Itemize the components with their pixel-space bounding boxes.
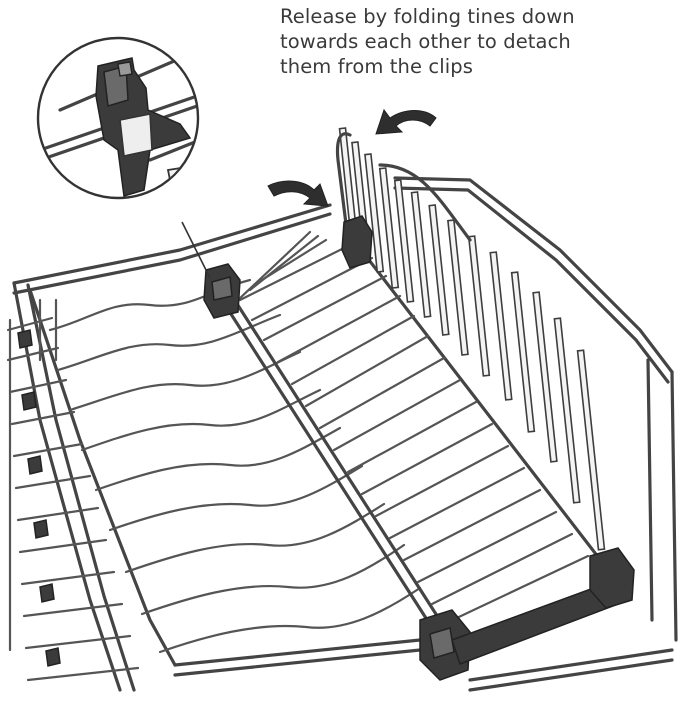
fold-arrow-right-icon — [267, 180, 329, 207]
caption-line-1: Release by folding tines down — [280, 5, 575, 28]
left-edge-tines — [6, 316, 140, 682]
foldable-tine-section — [220, 230, 614, 642]
caption-line-3: them from the clips — [280, 55, 473, 78]
upright-tines — [335, 127, 606, 551]
clip-near-icon — [419, 547, 635, 681]
instruction-caption: Release by folding tines down towards ea… — [280, 4, 675, 79]
magnified-clip-detail — [36, 36, 211, 279]
caption-line-2: towards each other to detach — [280, 30, 571, 53]
clip-far-icon — [203, 263, 241, 319]
clip-top-icon — [341, 215, 373, 269]
fold-arrow-left-icon — [375, 108, 437, 135]
